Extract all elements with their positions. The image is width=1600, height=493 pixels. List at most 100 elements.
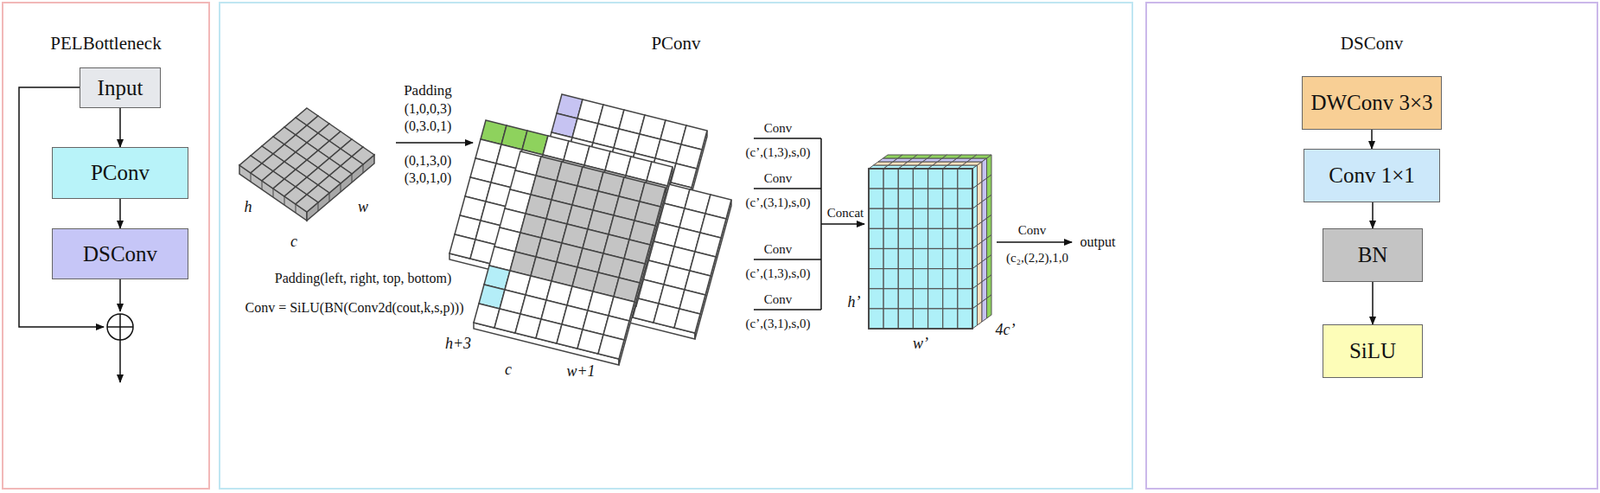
box-label: PConv (90, 160, 150, 185)
box-label: Conv 1×1 (1328, 163, 1416, 188)
tensor-cell (883, 248, 899, 269)
tensor-cell (987, 174, 993, 198)
tensor-cell (981, 298, 988, 322)
tensor-cell (295, 194, 319, 212)
tensor-cell (987, 294, 993, 319)
dimension-label: w (357, 198, 369, 217)
tensor-cell (957, 248, 973, 269)
box-label: Input (97, 76, 144, 101)
tensor-cell (898, 208, 913, 229)
box-label: DWConv 3×3 (1310, 90, 1433, 115)
tensor-cell (928, 208, 944, 229)
dimension-label: c (504, 361, 512, 379)
tensor-cell (981, 178, 988, 202)
pconv-box: PConv (51, 146, 189, 199)
tensor-cell (987, 154, 993, 179)
tensor-cell (674, 308, 701, 333)
tensor-cell (987, 235, 993, 259)
tensor-cell (957, 308, 973, 329)
tensor-cell (987, 254, 993, 279)
tensor-cell (987, 194, 993, 218)
tensor-cell (977, 301, 983, 326)
tensor-cell (943, 248, 958, 269)
flow-arrow (119, 108, 122, 147)
flow-arrow (119, 198, 122, 229)
tensor-cell (981, 158, 988, 182)
dsconv-box: DSConv (51, 228, 189, 280)
conv-bracket (753, 138, 865, 310)
tensor-cell (977, 201, 983, 225)
tensor-cell (883, 228, 899, 249)
tensor-side (239, 165, 307, 221)
tensor-cell (883, 168, 899, 189)
tensor-cell (977, 221, 983, 245)
annotation-text: Conv (764, 121, 793, 136)
annotation-text: (c’,(1,3),s,0) (745, 145, 811, 160)
conv-box: Conv 1×1 (1303, 148, 1441, 203)
tensor-cell (868, 188, 884, 209)
add-symbol (107, 313, 134, 340)
tensor-cell (912, 168, 928, 189)
tensor-cell (957, 188, 973, 209)
annotation-text: Conv (1018, 223, 1047, 238)
tensor-cell (957, 208, 973, 229)
tensor-cell (883, 208, 899, 229)
tensor-cell (977, 242, 983, 266)
tensor-cell (981, 197, 988, 222)
annotation-text: (c’,(3,1),s,0) (745, 195, 811, 211)
tensor-cell (898, 168, 913, 189)
annotation-text: (0,3.0,1) (404, 118, 453, 134)
annotation-text: Conv = SiLU(BN(Conv2d(cout,k,s,p))) (244, 299, 464, 316)
tensor-edge (273, 188, 275, 198)
tensor-cell (883, 268, 899, 289)
bottleneck-panel: PELBottleneckInputPConvDSConv (1, 1, 211, 490)
padding-arrow (395, 141, 473, 144)
padded-tensors (449, 94, 732, 365)
annotation-text: Conv (764, 171, 793, 186)
tensor-edge (284, 196, 286, 205)
flow-arrow (1370, 129, 1373, 149)
tensor-cell (898, 248, 913, 269)
annotation-text: output (1080, 234, 1116, 250)
tensor-cell (868, 288, 884, 309)
concat-tensor (868, 154, 992, 329)
tensor-cell (898, 268, 913, 289)
tensor-cell (912, 208, 928, 229)
tensor-edge (329, 192, 331, 202)
tensor-cell (898, 308, 913, 329)
annotation-text: (c₂,(2,2),1,0 (1006, 250, 1069, 266)
tensor-cell (981, 278, 988, 302)
tensor-cell (943, 168, 958, 189)
box-label: SiLU (1349, 338, 1397, 364)
tensor-cell (928, 268, 944, 289)
dimension-label: 4c’ (995, 321, 1016, 339)
flow-arrow (1371, 202, 1374, 229)
tensor-cell (912, 248, 928, 269)
tensor-edge (340, 183, 342, 192)
silu-box: SiLU (1322, 324, 1423, 378)
tensor-cell (598, 334, 625, 359)
tensor-cell (898, 288, 913, 309)
tensor-edge (295, 203, 297, 213)
input-box: Input (79, 67, 161, 109)
flow-arrow (1371, 281, 1374, 325)
annotation-text: (c’,(1,3),s,0) (745, 266, 811, 281)
tensor-cell (928, 308, 944, 329)
tensor-cell (943, 228, 958, 249)
tensor-cell (981, 217, 988, 242)
box-label: BN (1357, 242, 1389, 268)
tensor-edge (351, 173, 353, 183)
input-tensor (239, 108, 375, 221)
output-arrow (996, 241, 1072, 243)
dimension-label: h (244, 198, 253, 217)
annotation-text: Padding(left, right, top, bottom) (274, 270, 452, 287)
tensor-cell (943, 208, 958, 229)
dimension-label: c (290, 233, 298, 251)
panel-title: DSConv (1147, 32, 1597, 55)
tensor-cell (957, 268, 973, 289)
tensor-cell (943, 268, 958, 289)
tensor-cell (868, 268, 884, 289)
annotation-text: Concat (827, 205, 865, 221)
tensor-cell (977, 261, 983, 286)
tensor-cell (883, 188, 899, 209)
